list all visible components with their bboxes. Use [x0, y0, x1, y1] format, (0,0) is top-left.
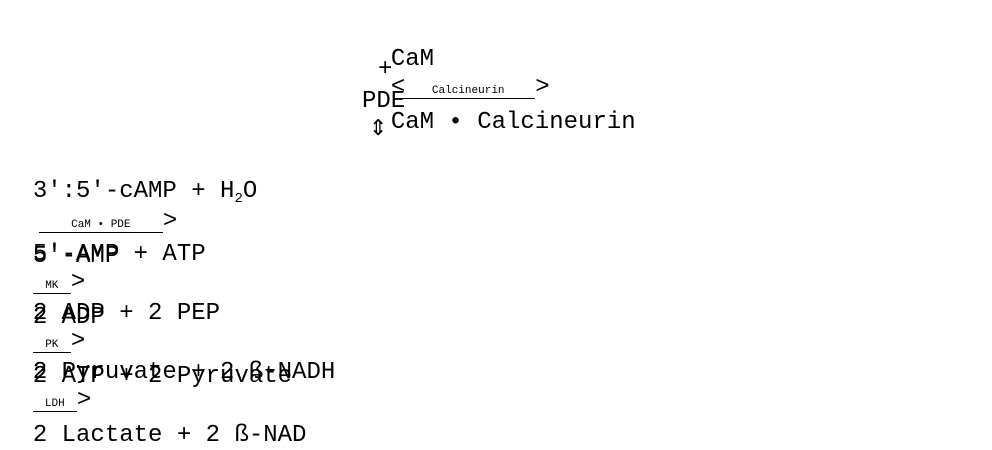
- reaction-3-arrow-label: PK: [32, 339, 71, 353]
- reaction-1: 3':5'-cAMP + H2O CaM • PDE > 5'-AMP: [4, 150, 257, 271]
- water-subscript: 2: [234, 191, 243, 207]
- reaction-4-arrow: LDH: [32, 398, 77, 422]
- reaction-2-right: 2 ADP: [32, 304, 105, 331]
- reaction-1-arrow: CaM • PDE: [38, 219, 163, 243]
- reaction-4-left: 2 Pyruvate + 2 ß-NADH: [32, 359, 336, 386]
- reaction-3-arrow: PK: [32, 339, 71, 363]
- left-arrow-head-icon: <: [390, 74, 406, 101]
- right-arrow-head-icon: >: [535, 74, 550, 101]
- reaction-1-left-b: O: [242, 178, 258, 205]
- reaction-2-arrow-label: MK: [32, 280, 71, 294]
- reaction-4-arrow-label: LDH: [32, 398, 77, 412]
- reaction-4-arrow-head-icon: >: [76, 387, 92, 414]
- reaction-1-arrow-label: CaM • PDE: [38, 219, 163, 233]
- calcineurin-reaction: CaM < Calcineurin > CaM • Calcineurin: [362, 18, 636, 137]
- reaction-4-right: 2 Lactate + 2 ß-NAD: [32, 422, 307, 449]
- reaction-2-arrow: MK: [32, 280, 71, 304]
- reaction-3-arrow-head-icon: >: [70, 328, 86, 355]
- reaction-2-arrow-head-icon: >: [70, 269, 86, 296]
- reaction-1-left-a: 3':5'-cAMP + H: [32, 178, 235, 205]
- reaction-2-left: 5'-AMP + ATP: [32, 241, 206, 268]
- calcineurin-arrow: Calcineurin: [401, 85, 536, 109]
- reaction-2: 5'-AMP + ATP MK > 2 ADP: [4, 213, 206, 332]
- calcineurin-arrow-label: Calcineurin: [401, 85, 536, 99]
- reaction-1-arrow-head-icon: >: [162, 208, 178, 235]
- double-arrow-icon: ⇕: [369, 116, 388, 141]
- cam-label: CaM: [390, 46, 435, 73]
- plus-sign: +: [378, 56, 393, 83]
- pde-label: PDE: [362, 88, 406, 115]
- reaction-3-left: 2 ADP + 2 PEP: [32, 300, 221, 327]
- reaction-1-left: 3':5'-cAMP + H2O: [32, 178, 258, 207]
- cam-calcineurin-label: CaM • Calcineurin: [390, 109, 636, 136]
- reaction-1-right: 5'-AMP: [32, 243, 120, 270]
- reaction-4: 2 Pyruvate + 2 ß-NADH LDH > 2 Lactate + …: [4, 331, 335, 450]
